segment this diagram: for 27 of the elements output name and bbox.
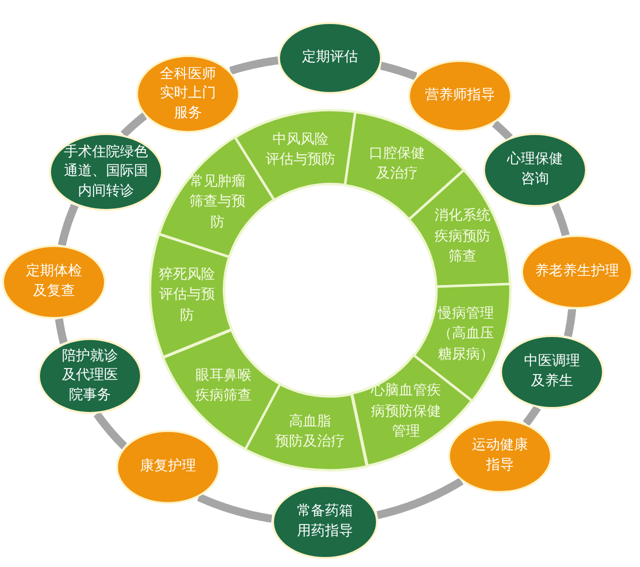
service-label: 心理保健咨询 bbox=[507, 150, 563, 189]
segment-label: 心脑血管疾病预防保健管理 bbox=[370, 382, 441, 442]
segment-label: 口腔保健及治疗 bbox=[369, 144, 426, 184]
service-label: 中医调理及养生 bbox=[524, 352, 580, 391]
service-label: 营养师指导 bbox=[425, 86, 495, 106]
ring-connector bbox=[195, 493, 275, 523]
ring-connector bbox=[374, 478, 465, 520]
service-oval bbox=[483, 133, 587, 207]
segment-label: 眼耳鼻喉疾病筛查 bbox=[196, 366, 252, 406]
ring-connector bbox=[378, 62, 420, 80]
service-label: 康复护理 bbox=[140, 457, 196, 476]
ring-connector bbox=[490, 120, 514, 142]
service-label: 定期体检及复查 bbox=[26, 262, 82, 301]
service-label: 定期评估 bbox=[302, 48, 358, 68]
segment-label: 高血脂预防及治疗 bbox=[275, 412, 346, 452]
service-label: 手术住院绿色通道、国际国内间转诊 bbox=[64, 142, 148, 201]
service-label: 运动健康指导 bbox=[472, 436, 528, 475]
service-label: 全科医师实时上门服务 bbox=[160, 64, 216, 123]
segment-label: 常见肿瘤筛查与预防 bbox=[189, 172, 246, 232]
service-label: 陪护就诊及代理医院事务 bbox=[62, 346, 118, 405]
segment-label: 中风风险评估与预防 bbox=[265, 130, 336, 170]
service-label: 常备药箱用药指导 bbox=[297, 502, 353, 541]
service-label: 养老养生护理 bbox=[535, 262, 619, 282]
service-oval bbox=[116, 430, 220, 504]
segment-label: 猝死风险评估与预防 bbox=[159, 266, 216, 326]
segment-label: 慢病管理（高血压糖尿病） bbox=[438, 304, 494, 364]
segment-label: 消化系统疾病预防筛查 bbox=[434, 206, 491, 267]
